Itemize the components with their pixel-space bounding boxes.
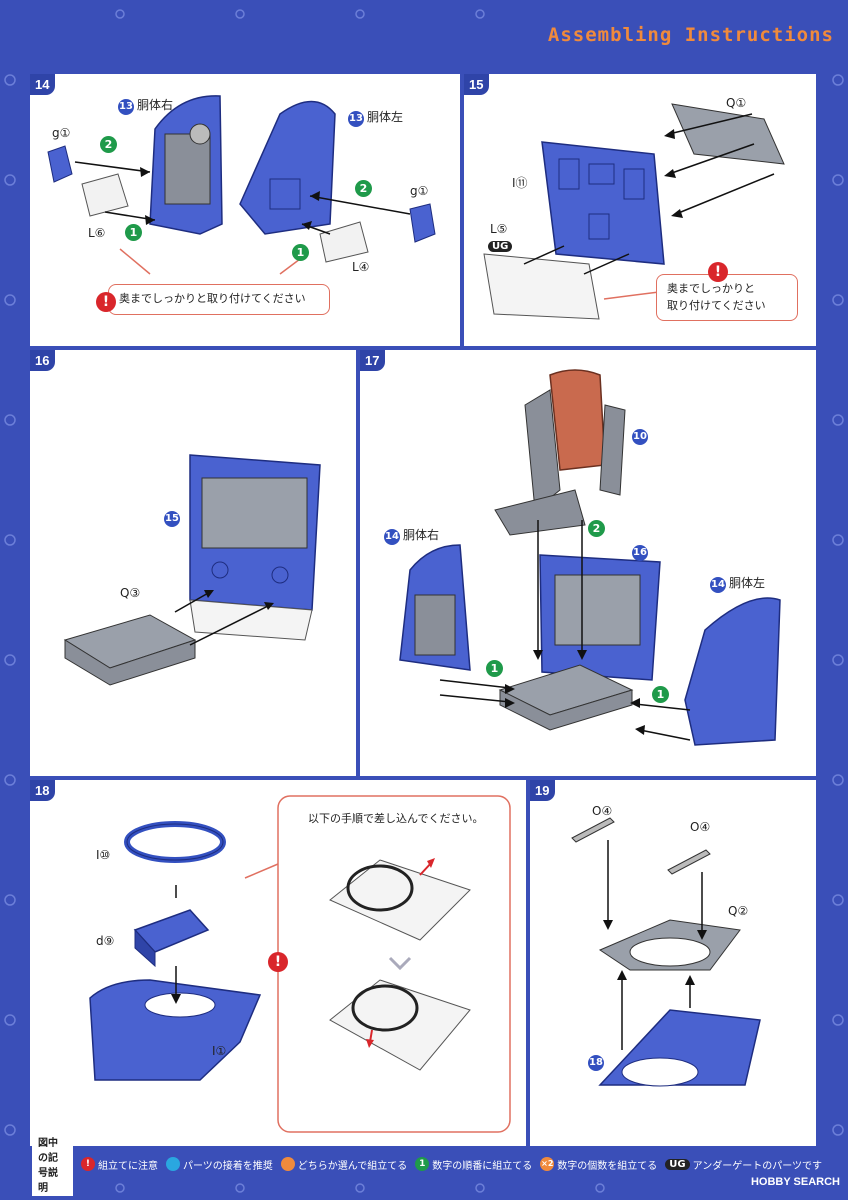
step-19-panel: 19 O④ O④ Q② 18 bbox=[530, 780, 816, 1146]
step-16-panel: 16 15 Q③ bbox=[30, 350, 356, 776]
step-17-illustration bbox=[399, 369, 781, 746]
order-1-icon: 1 bbox=[652, 686, 669, 703]
label-q1: Q① bbox=[726, 96, 747, 110]
legend-item-glue: パーツの接着を推奨 bbox=[165, 1157, 273, 1172]
label-q3: Q③ bbox=[120, 586, 141, 600]
label-ref10: 10 bbox=[632, 428, 651, 445]
label-o4-left: O④ bbox=[592, 804, 613, 818]
note-text: 以下の手順で差し込んでください。 bbox=[308, 812, 484, 825]
order-2-icon: 2 bbox=[100, 136, 117, 153]
label-g1-left: g① bbox=[52, 126, 71, 140]
note-callout: 奥までしっかりと取り付けてください bbox=[656, 274, 798, 321]
caution-icon: ! bbox=[96, 292, 116, 312]
glue-icon bbox=[165, 1157, 180, 1171]
step-number: 14 bbox=[30, 74, 56, 95]
step-number: 19 bbox=[530, 780, 556, 801]
legend-item-choose: どちらか選んで組立てる bbox=[280, 1157, 407, 1172]
label-g1-right: g① bbox=[410, 184, 429, 198]
order-2-icon: 2 bbox=[355, 180, 372, 197]
watermark: HOBBY SEARCH bbox=[750, 1176, 840, 1188]
legend-item-caution: !組立てに注意 bbox=[80, 1157, 158, 1172]
label-i1: I① bbox=[212, 1044, 227, 1058]
legend-title: 図中の記号説明 bbox=[32, 1132, 73, 1196]
order-1-icon: 1 bbox=[486, 660, 503, 677]
caution-icon: ! bbox=[708, 262, 728, 282]
step-19-illustration bbox=[571, 817, 761, 1087]
step-16-illustration bbox=[63, 454, 321, 686]
step-15-panel: 15 Q① I⑪ L⑤ UG 奥までしっかりと取り付けてください ! bbox=[464, 74, 816, 346]
step-18-illustration bbox=[89, 795, 511, 1133]
label-ug: UG bbox=[488, 238, 513, 252]
label-q2: Q② bbox=[728, 904, 749, 918]
step-number: 16 bbox=[30, 350, 56, 371]
caution-icon: ! bbox=[268, 952, 288, 972]
choose-icon bbox=[280, 1157, 295, 1171]
step-14-illustration bbox=[47, 95, 436, 275]
step-number: 18 bbox=[30, 780, 56, 801]
step-number: 15 bbox=[464, 74, 490, 95]
label-l4: L④ bbox=[352, 260, 370, 274]
label-ref18: 18 bbox=[588, 1054, 607, 1071]
order-2-icon: 2 bbox=[588, 520, 605, 537]
label-d9: d⑨ bbox=[96, 934, 115, 948]
page-title: Assembling Instructions bbox=[547, 24, 834, 46]
label-i11: I⑪ bbox=[512, 176, 528, 190]
step-18-panel: 18 I⑩ d⑨ I① 以下の手順で差し込んでください。 ! bbox=[30, 780, 526, 1146]
note-callout: 奥までしっかりと取り付けてください bbox=[108, 284, 330, 315]
label-l6: L⑥ bbox=[88, 226, 106, 240]
label-i10: I⑩ bbox=[96, 848, 111, 862]
label-ref15: 15 bbox=[164, 510, 183, 527]
label-o4-right: O④ bbox=[690, 820, 711, 834]
label-l5: L⑤ bbox=[490, 222, 508, 236]
order-1-icon: 1 bbox=[292, 244, 309, 261]
step-15-illustration bbox=[483, 103, 785, 320]
label-ref16: 16 bbox=[632, 544, 651, 561]
order-1-icon: 1 bbox=[125, 224, 142, 241]
step-number: 17 bbox=[360, 350, 386, 371]
